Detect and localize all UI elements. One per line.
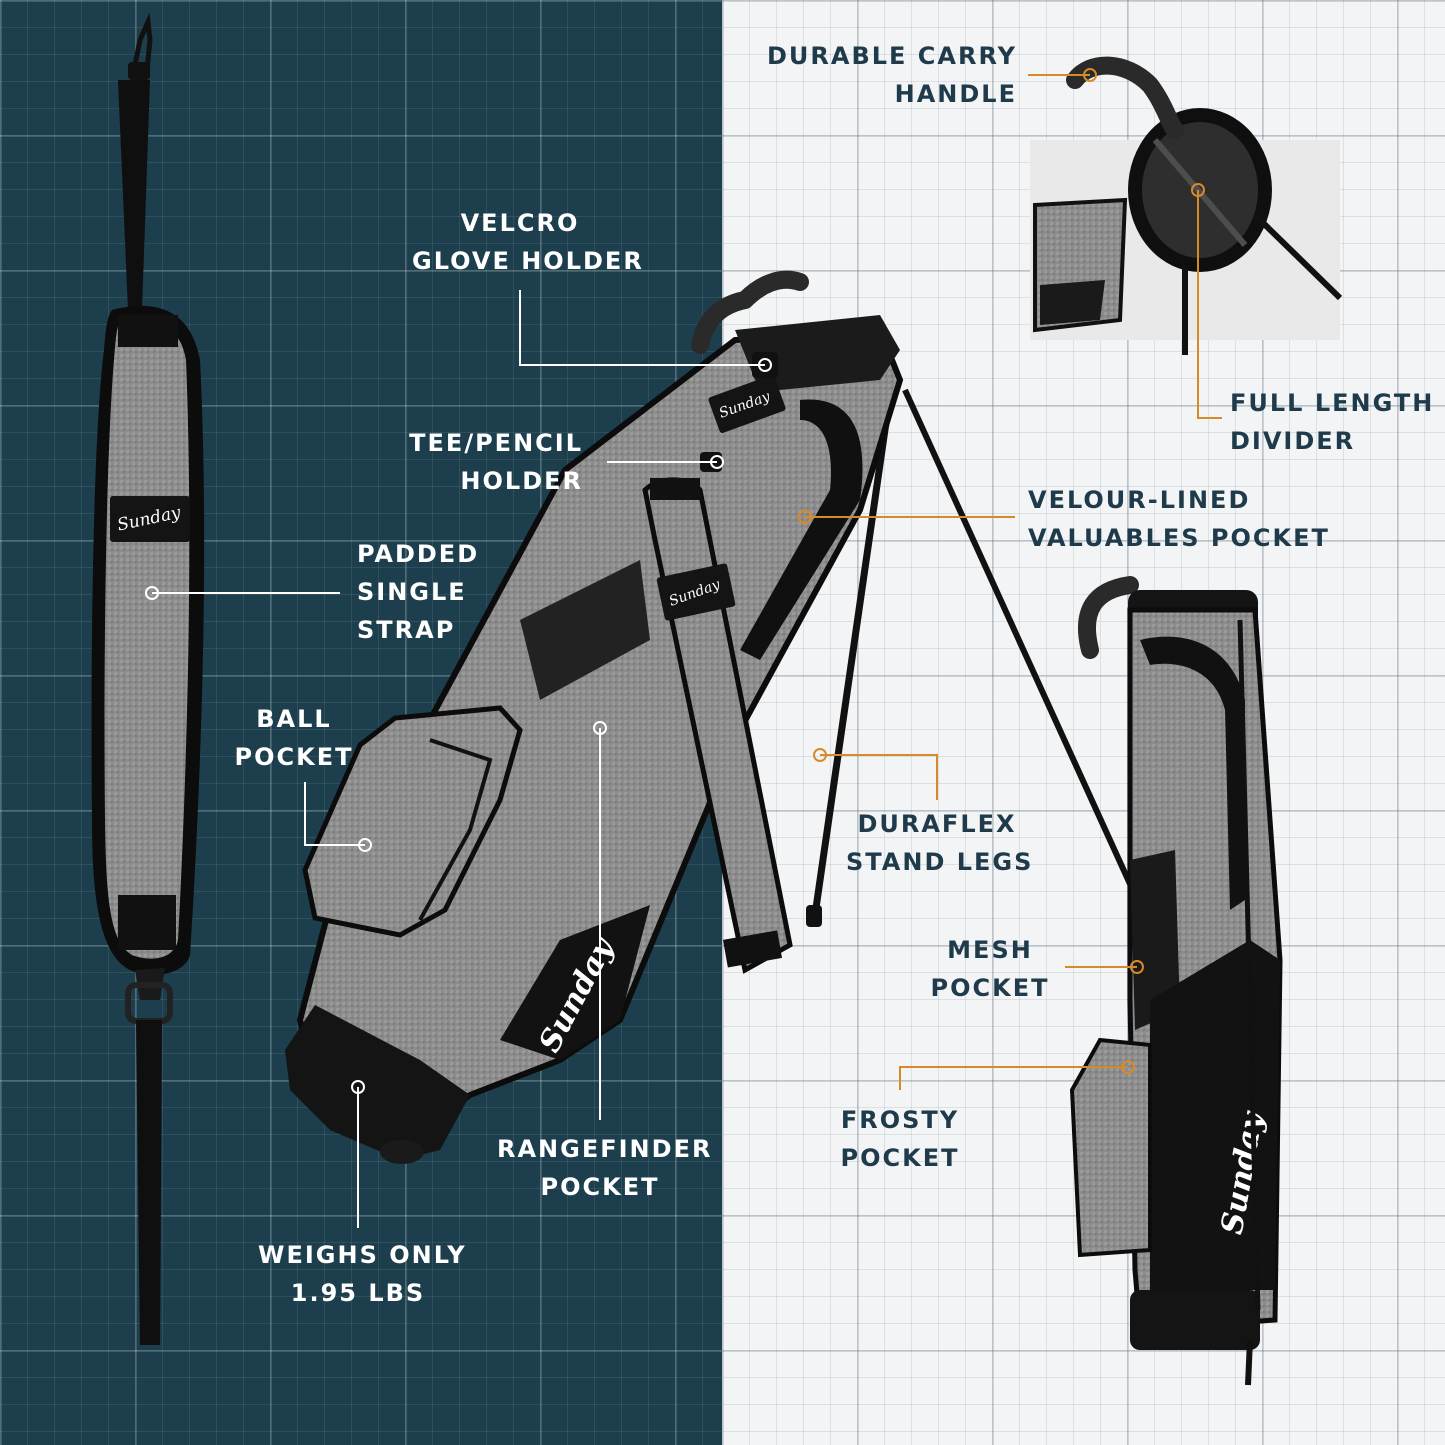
closeup-divider	[1152, 138, 1248, 247]
dot-weighs-only	[351, 1080, 365, 1094]
stand-leg-back	[902, 388, 1138, 897]
upright-bag-handle	[1078, 576, 1139, 659]
label-line: DIVIDER	[1230, 427, 1356, 455]
label-line: POCKET	[840, 1144, 960, 1172]
label-padded-single-strap: PADDED SINGLE STRAP	[357, 535, 479, 649]
dot-duraflex-stand-legs	[813, 748, 827, 762]
leader-frosty-pocket	[899, 1066, 1128, 1090]
bag-mesh-pocket	[520, 560, 650, 700]
label-line: HOLDER	[460, 467, 583, 495]
bag-strap-tab-bottom	[722, 930, 783, 968]
strap-swivel	[128, 62, 150, 80]
dot-full-length-divider	[1191, 183, 1205, 197]
label-line: SINGLE	[357, 578, 467, 606]
label-full-length-divider: FULL LENGTH DIVIDER	[1230, 384, 1434, 460]
label-line: STRAP	[357, 616, 456, 644]
label-line: PADDED	[357, 540, 480, 568]
dot-velour-pocket	[798, 510, 812, 524]
label-duraflex-stand-legs: DURAFLEX STAND LEGS	[846, 805, 1034, 881]
leader-ball-pocket	[304, 782, 365, 846]
label-durable-carry-handle: DURABLE CARRY HANDLE	[767, 37, 1017, 113]
strap-webbing-top	[118, 80, 150, 310]
label-line: WEIGHS ONLY	[258, 1241, 467, 1269]
label-line: DURAFLEX	[857, 810, 1017, 838]
strap-tab-top	[118, 315, 178, 347]
dot-velcro-glove-holder	[758, 358, 772, 372]
label-line: TEE/PENCIL	[409, 429, 583, 457]
strap-pad-fabric	[104, 319, 190, 959]
ball-pocket-zipper	[418, 738, 493, 921]
label-tee-pencil-holder: TEE/PENCIL HOLDER	[409, 424, 583, 500]
label-rangefinder-pocket: RANGEFINDER POCKET	[497, 1130, 713, 1206]
bag-base-foot	[380, 1140, 424, 1164]
dot-mesh-pocket	[1130, 960, 1144, 974]
upright-bag-leg-foot	[1245, 1339, 1253, 1386]
upright-bag-leg	[1237, 619, 1261, 1311]
label-velcro-glove-holder: VELCRO GLOVE HOLDER	[412, 204, 644, 280]
label-line: DURABLE CARRY	[766, 42, 1017, 70]
bag-top-logo-patch	[708, 375, 786, 433]
bag-carry-handle	[691, 270, 809, 354]
leader-duraflex-stand-legs	[820, 754, 938, 800]
divider-closeup-illustration	[1030, 56, 1343, 355]
label-line: BALL	[256, 705, 332, 733]
label-line: VELOUR-LINED	[1028, 486, 1251, 514]
bag-strap-tab-top	[650, 478, 700, 500]
upright-bag-mesh-pocket	[1130, 850, 1180, 1030]
dot-rangefinder-pocket	[593, 721, 607, 735]
label-line: RANGEFINDER	[497, 1135, 713, 1163]
label-line: POCKET	[234, 743, 354, 771]
bag-base	[285, 1005, 470, 1160]
strap-logo-patch	[110, 496, 190, 542]
dot-durable-carry-handle	[1083, 68, 1097, 82]
label-line: POCKET	[540, 1173, 660, 1201]
dot-frosty-pocket	[1121, 1060, 1135, 1074]
shoulder-strap-illustration: Sunday	[91, 12, 205, 1345]
label-line: STAND LEGS	[846, 848, 1034, 876]
closeup-leg-right	[1252, 212, 1343, 301]
label-ball-pocket: BALL POCKET	[232, 700, 356, 776]
label-weighs-only: WEIGHS ONLY 1.95 LBS	[258, 1236, 467, 1312]
label-line: FROSTY	[840, 1106, 960, 1134]
label-line: GLOVE HOLDER	[412, 247, 644, 275]
label-line: HANDLE	[894, 80, 1017, 108]
upright-bag-frosty-pocket	[1069, 1037, 1152, 1258]
leader-full-length-divider	[1197, 190, 1222, 419]
label-velour-lined-valuables-pocket: VELOUR-LINED VALUABLES POCKET	[1028, 481, 1330, 557]
dot-padded-single-strap	[145, 586, 159, 600]
dot-ball-pocket	[358, 838, 372, 852]
label-mesh-pocket: MESH POCKET	[928, 931, 1052, 1007]
label-line: FULL LENGTH	[1230, 389, 1435, 417]
upright-bag-logo-panel	[1150, 940, 1280, 1290]
stand-leg-foot	[806, 905, 822, 927]
stand-leg-front	[811, 394, 894, 916]
label-line: POCKET	[930, 974, 1050, 1002]
label-line: VALUABLES POCKET	[1028, 524, 1330, 552]
strap-webbing-bottom	[136, 1020, 162, 1345]
label-line: 1.95 LBS	[290, 1279, 426, 1307]
closeup-pocket-trim	[1040, 280, 1105, 325]
strap-tab-bottom	[118, 895, 176, 950]
bag-trim-right	[740, 399, 863, 660]
bag-ball-pocket	[302, 705, 523, 938]
leader-velcro-glove-holder	[519, 290, 765, 366]
dot-tee-pencil-holder	[710, 455, 724, 469]
main-bag-illustration: Sunday Sunday Sunday	[285, 270, 1138, 1164]
bag-strap-logo-patch	[656, 563, 736, 621]
label-line: VELCRO	[460, 209, 580, 237]
upright-bag-base	[1130, 1290, 1260, 1350]
bag-side-logo-panel	[500, 905, 650, 1060]
label-line: MESH	[947, 936, 1033, 964]
upright-bag-illustration: Sunday	[1069, 576, 1283, 1386]
upright-bag-pocket-trim	[1140, 636, 1245, 910]
label-frosty-pocket: FROSTY POCKET	[838, 1101, 962, 1177]
leader-lines	[145, 68, 1222, 1228]
